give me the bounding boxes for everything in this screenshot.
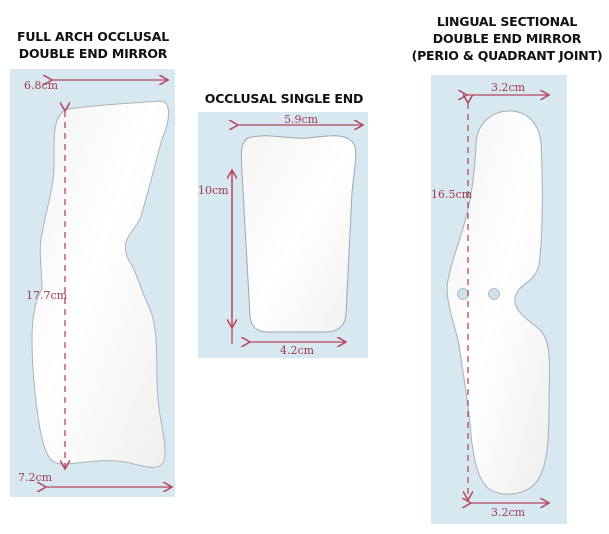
product-title-full-arch: FULL ARCH OCCLUSAL DOUBLE END MIRROR [8,28,178,62]
dimension-top-width: 3.2cm [491,81,526,94]
dimension-length: 17.7cm [26,289,68,302]
title-line: DOUBLE END MIRROR [18,46,168,61]
dimension-bottom-width: 4.2cm [280,344,315,357]
lingual-sectional-mirror-panel: 3.2cm 16.5cm 3.2cm [431,75,567,524]
title-line: DOUBLE END MIRROR [432,31,582,46]
dimension-length: 10cm [198,184,229,197]
occlusal-single-mirror-panel: 5.9cm 10cm 4.2cm [198,112,368,358]
dimension-bottom-width: 3.2cm [491,506,526,519]
title-line: (PERIO & QUADRANT JOINT) [411,48,603,63]
dimension-top-width: 5.9cm [284,113,319,126]
dimension-top-width: 6.8cm [24,79,59,92]
dimension-bottom-width: 7.2cm [18,471,53,484]
lingual-sectional-mirror-icon [446,75,567,524]
dimension-length: 16.5cm [431,188,473,201]
full-arch-mirror-panel: 6.8cm 17.7cm 7.2cm [10,69,175,497]
title-line: OCCLUSAL SINGLE END [204,91,364,106]
occlusal-single-mirror-icon [198,112,368,358]
full-arch-mirror-icon [31,69,175,497]
title-line: LINGUAL SECTIONAL [436,14,578,29]
product-title-occlusal-single: OCCLUSAL SINGLE END [196,90,372,107]
title-line: FULL ARCH OCCLUSAL [17,29,169,44]
product-title-lingual-sectional: LINGUAL SECTIONAL DOUBLE END MIRROR (PER… [405,13,609,64]
joint-hole-icon [488,288,500,300]
joint-hole-icon [457,288,469,300]
